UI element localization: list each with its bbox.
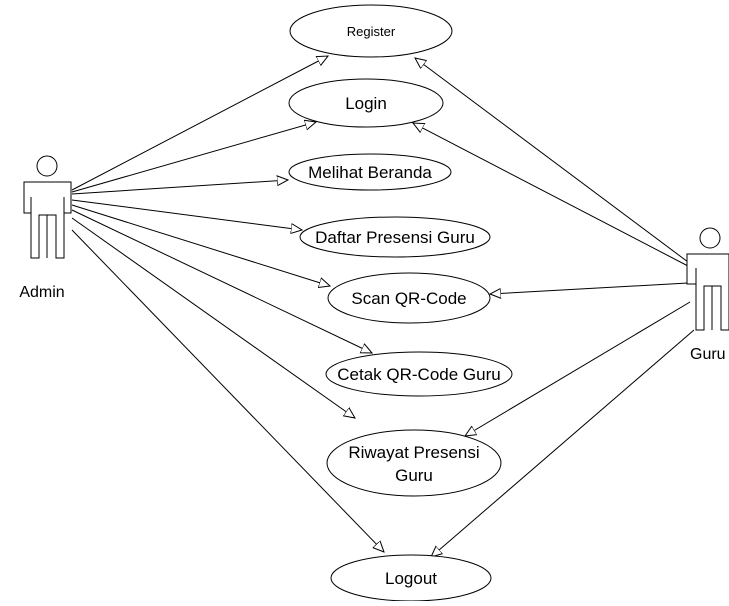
use-case-logout-label: Logout [385,569,437,588]
use-case-melihat-beranda-shape[interactable] [288,153,452,191]
admin-register-link [71,56,328,191]
use-case-riwayat-presensi-guru[interactable]: Riwayat Presensi Guru [326,429,502,497]
admin-login-link [71,122,316,193]
use-case-scan-qr-code-shape[interactable] [327,272,491,324]
admin-cetak-link [71,209,372,353]
actor-admin-label: Admin [19,284,64,301]
admin-riwayat-link [71,217,355,418]
actor-admin[interactable]: Admin [19,155,72,301]
use-case-melihat-beranda[interactable]: Melihat Beranda [288,153,452,191]
guru-login-link [413,123,689,267]
actor-guru-label: Guru [690,346,726,363]
guru-scan-link [490,282,689,294]
admin-scan-link [71,204,330,286]
use-case-cetak-qr-code-guru[interactable]: Cetak QR-Code Guru [325,351,513,397]
use-case-register-label: Register [347,24,396,39]
admin-body-icon [23,181,72,259]
use-case-login-label: Login [345,94,387,113]
use-case-daftar-presensi-guru-label: Daftar Presensi Guru [315,228,475,247]
admin-logout-link [71,229,384,552]
guru-associations [413,58,695,557]
guru-body-icon [686,253,729,331]
admin-associations [71,56,384,552]
guru-logout-link [431,329,695,557]
use-case-melihat-beranda-label: Melihat Beranda [308,163,432,182]
actor-guru[interactable]: Guru [686,227,729,363]
use-case-cetak-qr-code-guru-shape[interactable] [325,351,513,397]
use-case-scan-qr-code[interactable]: Scan QR-Code [327,272,491,324]
use-case-cetak-qr-code-guru-label: Cetak QR-Code Guru [337,365,500,384]
guru-register-link [415,58,689,263]
admin-head-icon [36,155,58,177]
use-case-daftar-presensi-guru[interactable]: Daftar Presensi Guru [299,216,491,258]
use-case-register[interactable]: Register [289,4,453,58]
use-case-register-shape[interactable] [289,4,453,58]
use-case-daftar-presensi-guru-shape[interactable] [299,216,491,258]
admin-beranda-link [71,180,288,195]
use-case-riwayat-presensi-guru-label-line2: Guru [395,466,433,485]
admin-daftar-link [71,199,302,230]
guru-head-icon [699,227,721,249]
use-case-logout[interactable]: Logout [330,554,492,602]
use-case-login-shape[interactable] [288,78,444,128]
use-case-scan-qr-code-label: Scan QR-Code [351,289,466,308]
use-case-riwayat-presensi-guru-label-line1: Riwayat Presensi [348,443,479,462]
use-case-login[interactable]: Login [288,78,444,128]
use-case-riwayat-presensi-guru-shape[interactable] [326,429,502,497]
guru-riwayat-link [465,301,691,436]
